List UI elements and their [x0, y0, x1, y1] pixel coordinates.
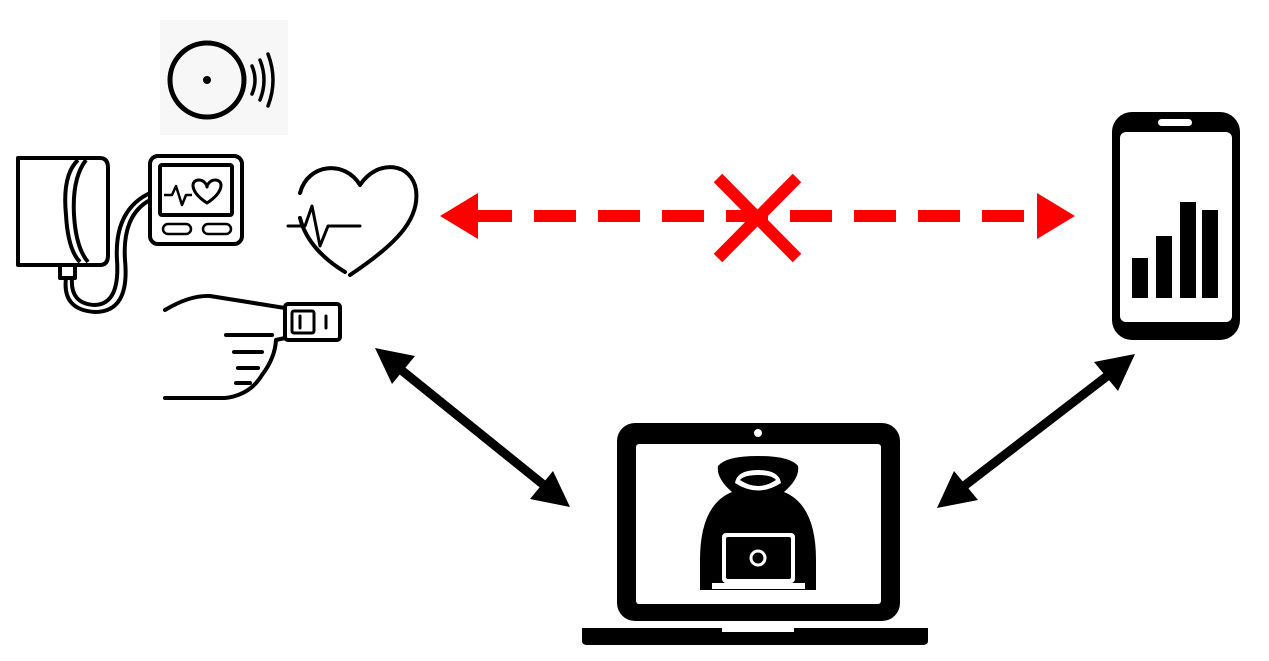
- black-arrowhead-lower-right: [530, 471, 570, 507]
- blocked-cross-icon: [713, 173, 802, 263]
- attack-link-sensors-laptop: [375, 348, 570, 507]
- laptop-icon: [582, 423, 928, 645]
- bar-chart-icon: [1132, 202, 1218, 298]
- blood-pressure-monitor-icon: [16, 154, 244, 314]
- hacker-icon: [700, 456, 816, 590]
- red-arrowhead-left: [440, 193, 478, 239]
- laptop-base: [582, 628, 928, 645]
- red-arrowhead-right: [1037, 193, 1075, 239]
- blocked-link-sensors-smartphone: [440, 173, 1075, 263]
- black-arrowhead-upper-right: [1094, 354, 1135, 391]
- laptop-webcam: [754, 429, 762, 437]
- hacker-laptop-base: [712, 583, 805, 589]
- wearable-sensors-group: [16, 20, 419, 400]
- sensor-icon-background: [160, 20, 288, 135]
- black-arrowhead-lower-left: [937, 471, 978, 508]
- attack-link-smartphone-laptop: [937, 354, 1135, 508]
- laptop-hinge-notch: [722, 628, 794, 632]
- phone-speaker: [1158, 119, 1192, 126]
- black-arrowhead-upper-left: [375, 348, 415, 384]
- heart-rate-icon: [286, 165, 419, 277]
- pulse-oximeter-icon: [163, 293, 342, 400]
- smartphone-icon: [1112, 112, 1240, 340]
- wireless-sensor-icon: [160, 20, 288, 135]
